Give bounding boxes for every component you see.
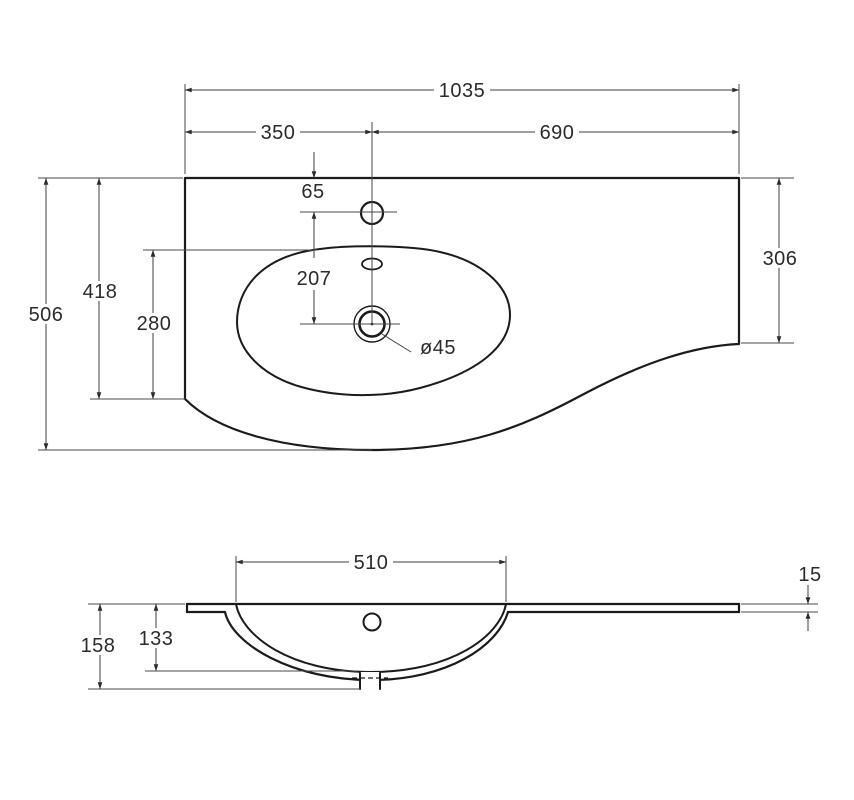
dim-faucet-from-back-edge: 65 <box>301 181 324 203</box>
dim-right-edge-depth: 306 <box>763 248 798 270</box>
dim-faucet-from-left: 350 <box>261 122 296 144</box>
counter-slab-section <box>185 602 741 614</box>
dim-bowl-inner-depth: 133 <box>139 628 174 650</box>
dim-total-width: 1035 <box>439 80 486 102</box>
dim-faucet-from-right: 690 <box>540 122 575 144</box>
top-view-extension-lines <box>38 84 794 451</box>
front-view: 510 158 133 15 <box>76 552 821 690</box>
front-view-extension-lines <box>88 556 818 690</box>
top-view-dimension-texts: 1035 350 690 65 207 ø45 506 418 280 306 <box>24 80 802 359</box>
faucet-hole-front <box>362 612 382 632</box>
front-view-dimension-texts: 510 158 133 15 <box>76 552 821 657</box>
sink-outline <box>183 176 741 452</box>
dim-total-height: 158 <box>81 635 116 657</box>
dim-bowl-width: 510 <box>354 552 389 574</box>
top-view: 1035 350 690 65 207 ø45 506 418 280 306 <box>24 80 802 452</box>
dim-left-edge-depth: 418 <box>83 281 118 303</box>
dim-basin-top-to-front-left: 280 <box>137 313 172 335</box>
dim-max-depth: 506 <box>29 304 64 326</box>
dim-slab-thickness: 15 <box>798 564 821 586</box>
drain-outlet <box>352 672 388 690</box>
front-view-dimension-lines <box>97 559 811 690</box>
dim-drain-diameter: ø45 <box>420 337 456 359</box>
dim-faucet-to-drain: 207 <box>297 268 332 290</box>
drain-leader-line <box>381 333 412 353</box>
top-view-dimension-lines <box>43 87 782 451</box>
basin-outline <box>235 245 512 397</box>
